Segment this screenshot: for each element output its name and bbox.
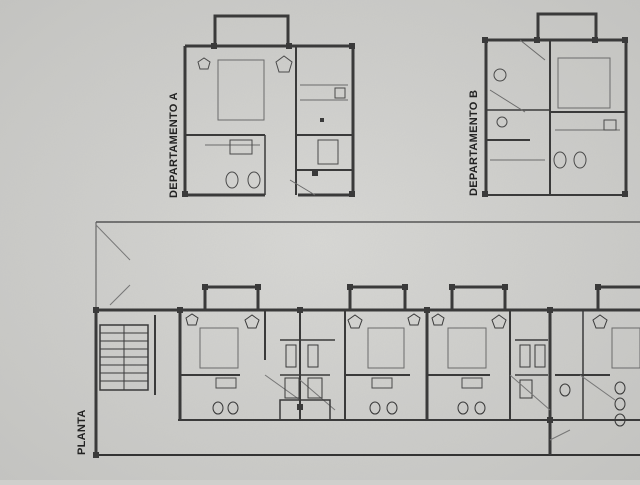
unit-1 bbox=[178, 285, 266, 420]
apartment-b-label: DEPARTAMENTO B bbox=[468, 89, 480, 196]
ground-floor-plan bbox=[93, 221, 640, 458]
unit-2 bbox=[344, 285, 429, 420]
unit-4 bbox=[549, 285, 640, 441]
apartment-a-plan bbox=[182, 14, 355, 197]
unit-3-service bbox=[509, 310, 552, 455]
apartment-a-label: DEPARTAMENTO A bbox=[168, 92, 180, 198]
unit-1-service bbox=[264, 310, 336, 421]
stairs bbox=[99, 315, 156, 395]
apartment-b-plan bbox=[482, 12, 628, 197]
unit-3 bbox=[427, 285, 507, 415]
plan-label: PLANTA bbox=[76, 409, 88, 455]
